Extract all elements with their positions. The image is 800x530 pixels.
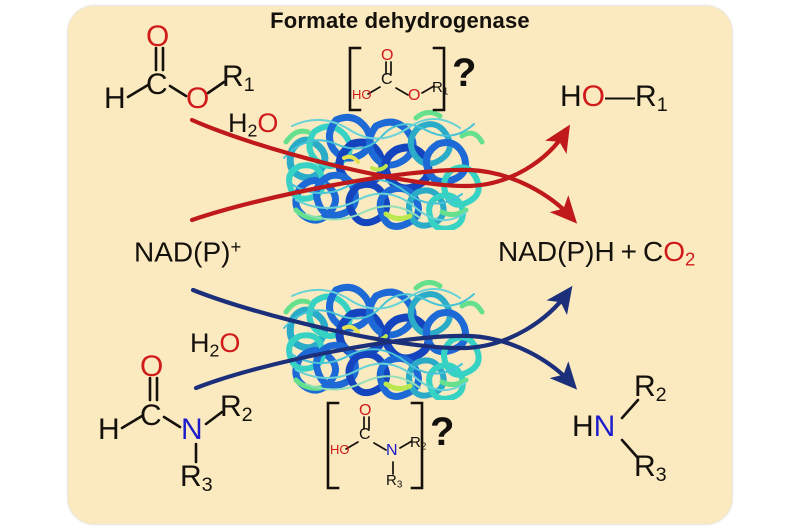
amide-r3-group: R3	[180, 462, 213, 496]
intermediate-bottom-hydroxyl: HO	[330, 442, 350, 457]
water-label-bottom: H2O	[190, 330, 240, 360]
cofactor-nadp-charge: +	[230, 236, 242, 257]
ester-hydrogen: H	[104, 82, 126, 115]
product-alcohol-label: HO—R1	[560, 82, 668, 116]
water-top-sub: 2	[247, 120, 258, 141]
bracket-bottom	[326, 401, 424, 490]
cofactor-nadp-text: NAD(P)	[134, 236, 231, 268]
intermediate-top-ether-oxygen: O	[408, 87, 421, 104]
amide-bonds	[120, 376, 224, 464]
arrow-ester-to-alcohol	[189, 117, 570, 189]
cofactor-nadp-label: NAD(P)+	[134, 236, 242, 268]
intermediate-top-carbonyl-oxygen: O	[381, 47, 394, 64]
intermediate-top-r1-index: 1	[442, 86, 449, 98]
intermediate-bottom-r2-group: R2	[410, 435, 426, 452]
products-plus: +	[620, 236, 638, 267]
amide-r2-index: 2	[241, 403, 253, 426]
alcohol-r1-index: 1	[656, 93, 668, 116]
question-mark-bottom: ?	[430, 410, 455, 454]
co2-subscript: 2	[685, 248, 696, 270]
intermediate-top-carbon: C	[381, 71, 393, 88]
amide-r3-letter: R	[180, 460, 202, 493]
amide-nitrogen: N	[181, 413, 203, 446]
intermediate-top-bonds	[367, 61, 435, 96]
bracket-top	[348, 46, 446, 112]
alcohol-bond-dash: —	[605, 80, 636, 113]
amine-bonds	[620, 398, 640, 460]
ester-carbon: C	[146, 68, 168, 101]
amine-r3-index: 3	[655, 463, 667, 486]
figure-title: Formate dehydrogenase	[270, 8, 530, 33]
amine-r2-group: R2	[634, 372, 667, 406]
nadph-text: NAD(P)H	[498, 236, 615, 267]
intermediate-bottom-r3-index: 3	[396, 479, 403, 491]
water-top-o: O	[257, 108, 279, 138]
arrow-nadp-to-nadph-top	[189, 167, 578, 224]
water-bottom-o: O	[219, 328, 241, 358]
arrow-nadp-to-nadph-bottom	[190, 285, 573, 351]
ester-bonds	[126, 46, 226, 99]
water-label-top: H2O	[228, 110, 278, 140]
amine-r3-group: R3	[634, 452, 667, 486]
ester-carbonyl-oxygen: O	[146, 20, 170, 53]
amine-r2-letter: R	[634, 370, 656, 403]
amide-r2-group: R2	[220, 392, 253, 426]
intermediate-bottom-carbonyl-oxygen: O	[359, 402, 372, 419]
intermediate-bottom-r3-group: R3	[386, 473, 402, 490]
arrow-amide-to-amine	[193, 333, 578, 391]
alcohol-oxygen: O	[581, 80, 606, 113]
intermediate-top-r1-group: R1	[432, 80, 448, 97]
amide-r3-index: 3	[201, 473, 213, 496]
water-top-h: H	[228, 108, 248, 138]
co2-carbon: C	[643, 236, 664, 267]
intermediate-top-hydroxyl: HO	[352, 87, 372, 102]
co2-oxygen: O	[663, 236, 686, 267]
products-nadph-co2-label: NAD(P)H+CO2	[498, 238, 695, 269]
amine-nitrogen: N	[593, 410, 616, 443]
intermediate-bottom-nitrogen: N	[386, 442, 398, 459]
amide-hydrogen: H	[98, 413, 120, 446]
amine-r3-letter: R	[634, 450, 656, 483]
intermediate-bottom-r2-letter: R	[410, 434, 421, 451]
amine-r2-index: 2	[655, 383, 667, 406]
alcohol-hydrogen: H	[560, 80, 582, 113]
intermediate-bottom-r3-letter: R	[386, 472, 397, 489]
intermediate-top-r1-letter: R	[432, 79, 443, 96]
question-mark-top: ?	[452, 51, 477, 95]
amine-core-label: HN	[572, 412, 615, 442]
enzyme-ribbon-bottom	[283, 280, 485, 400]
amine-hydrogen: H	[572, 410, 594, 443]
intermediate-bottom-carbon: C	[359, 426, 371, 443]
intermediate-bottom-bonds	[345, 416, 413, 475]
alcohol-r1-letter: R	[635, 80, 657, 113]
enzyme-ribbon-top	[283, 110, 485, 230]
water-bottom-sub: 2	[209, 340, 220, 361]
ester-r1-group: R1	[222, 62, 255, 96]
amide-r2-letter: R	[220, 390, 242, 423]
ester-r1-index: 1	[243, 73, 255, 96]
amide-carbonyl-oxygen: O	[140, 350, 164, 383]
intermediate-bottom-r2-index: 2	[420, 441, 427, 453]
amide-carbon: C	[140, 399, 162, 432]
ester-r1-letter: R	[222, 60, 244, 93]
ester-ether-oxygen: O	[186, 82, 210, 115]
water-bottom-h: H	[190, 328, 210, 358]
